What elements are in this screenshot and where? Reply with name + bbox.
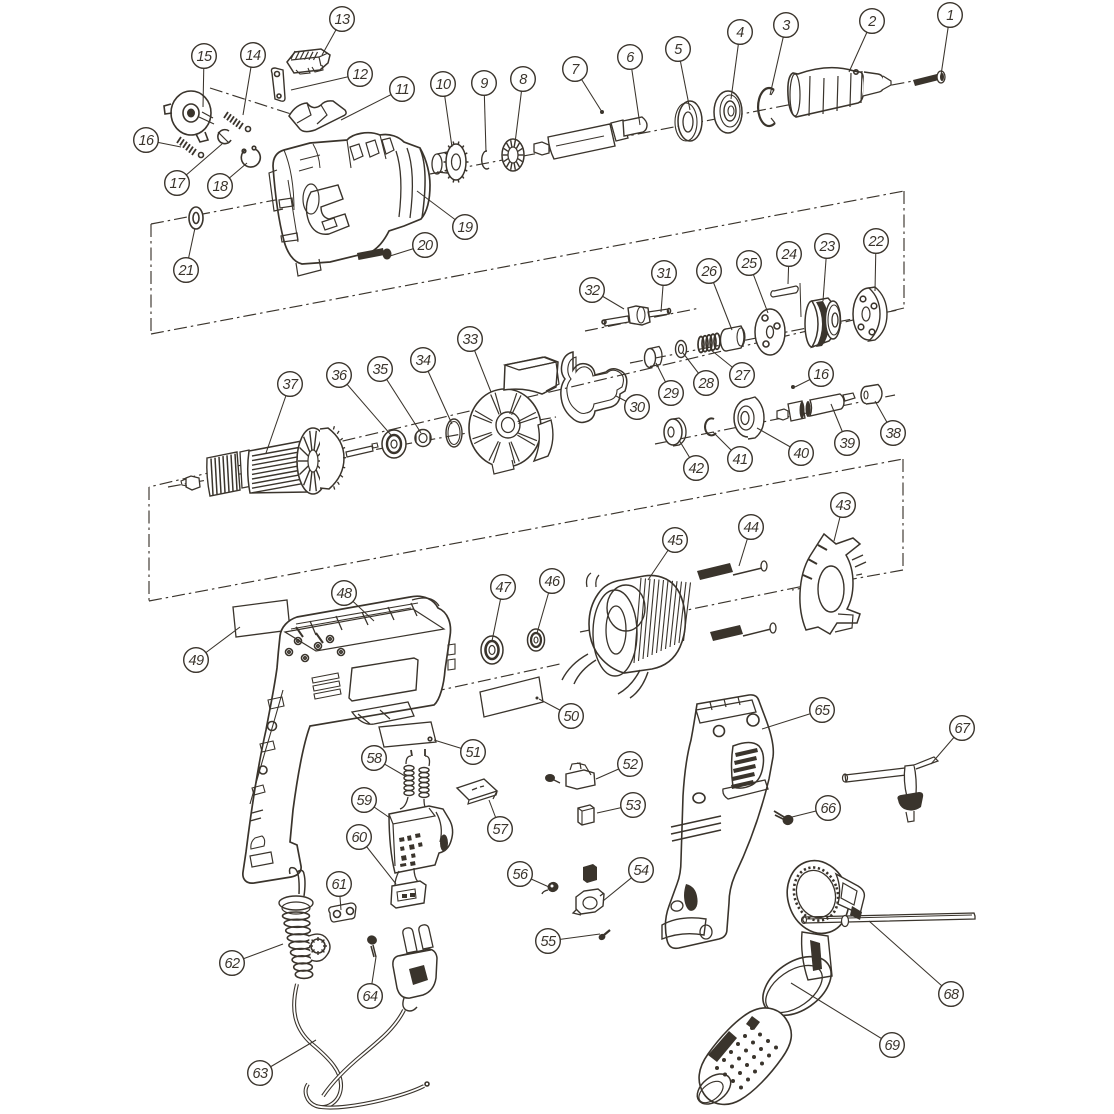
svg-text:41: 41: [733, 452, 748, 468]
svg-text:35: 35: [373, 362, 389, 378]
svg-text:51: 51: [466, 745, 481, 761]
svg-text:30: 30: [630, 400, 645, 416]
svg-text:2: 2: [867, 14, 876, 30]
svg-text:63: 63: [253, 1066, 268, 1082]
svg-text:36: 36: [332, 368, 348, 384]
svg-text:1: 1: [946, 8, 953, 24]
svg-text:56: 56: [513, 867, 529, 883]
svg-text:20: 20: [417, 238, 433, 254]
svg-text:5: 5: [674, 42, 683, 58]
svg-text:58: 58: [367, 751, 382, 767]
svg-text:12: 12: [353, 67, 368, 83]
svg-text:34: 34: [416, 353, 431, 369]
svg-text:7: 7: [571, 62, 580, 78]
svg-text:23: 23: [819, 239, 835, 255]
svg-text:65: 65: [815, 703, 831, 719]
svg-text:50: 50: [564, 709, 579, 725]
svg-text:24: 24: [781, 247, 797, 263]
svg-text:27: 27: [734, 368, 751, 384]
svg-text:16: 16: [814, 367, 830, 383]
svg-text:14: 14: [246, 48, 261, 64]
svg-text:9: 9: [480, 76, 488, 92]
svg-text:4: 4: [736, 25, 744, 41]
svg-text:8: 8: [519, 72, 527, 88]
svg-text:48: 48: [337, 586, 352, 602]
svg-text:42: 42: [689, 461, 704, 477]
svg-text:66: 66: [821, 801, 837, 817]
svg-text:59: 59: [357, 793, 372, 809]
svg-text:43: 43: [836, 498, 851, 514]
svg-text:55: 55: [541, 934, 557, 950]
svg-text:26: 26: [701, 264, 718, 280]
svg-text:64: 64: [363, 989, 378, 1005]
svg-text:19: 19: [458, 220, 473, 236]
svg-text:13: 13: [335, 12, 350, 28]
svg-text:37: 37: [283, 377, 299, 393]
svg-text:49: 49: [189, 653, 204, 669]
svg-text:69: 69: [885, 1038, 900, 1054]
svg-text:47: 47: [496, 580, 512, 596]
svg-text:22: 22: [868, 234, 884, 250]
svg-text:40: 40: [794, 446, 809, 462]
svg-text:39: 39: [840, 436, 855, 452]
svg-text:17: 17: [170, 176, 186, 192]
svg-text:61: 61: [332, 877, 347, 893]
svg-text:45: 45: [668, 533, 684, 549]
svg-text:57: 57: [493, 822, 509, 838]
svg-text:52: 52: [623, 757, 638, 773]
svg-text:44: 44: [744, 520, 759, 536]
svg-text:68: 68: [944, 987, 959, 1003]
svg-text:62: 62: [225, 956, 240, 972]
svg-text:28: 28: [698, 376, 714, 392]
svg-text:29: 29: [663, 386, 679, 402]
svg-text:60: 60: [352, 830, 367, 846]
svg-text:10: 10: [436, 77, 451, 93]
svg-text:15: 15: [197, 49, 213, 65]
svg-text:67: 67: [955, 721, 971, 737]
svg-text:16: 16: [139, 133, 155, 149]
svg-text:3: 3: [782, 18, 790, 34]
svg-text:46: 46: [545, 574, 561, 590]
svg-text:21: 21: [178, 263, 194, 279]
svg-text:11: 11: [395, 82, 409, 98]
svg-text:18: 18: [213, 179, 228, 195]
svg-text:33: 33: [463, 332, 478, 348]
svg-text:54: 54: [634, 863, 649, 879]
svg-text:32: 32: [585, 283, 600, 299]
svg-text:31: 31: [657, 266, 672, 282]
svg-text:53: 53: [626, 798, 641, 814]
svg-text:38: 38: [886, 426, 901, 442]
svg-text:6: 6: [626, 50, 635, 66]
svg-text:25: 25: [741, 256, 758, 272]
